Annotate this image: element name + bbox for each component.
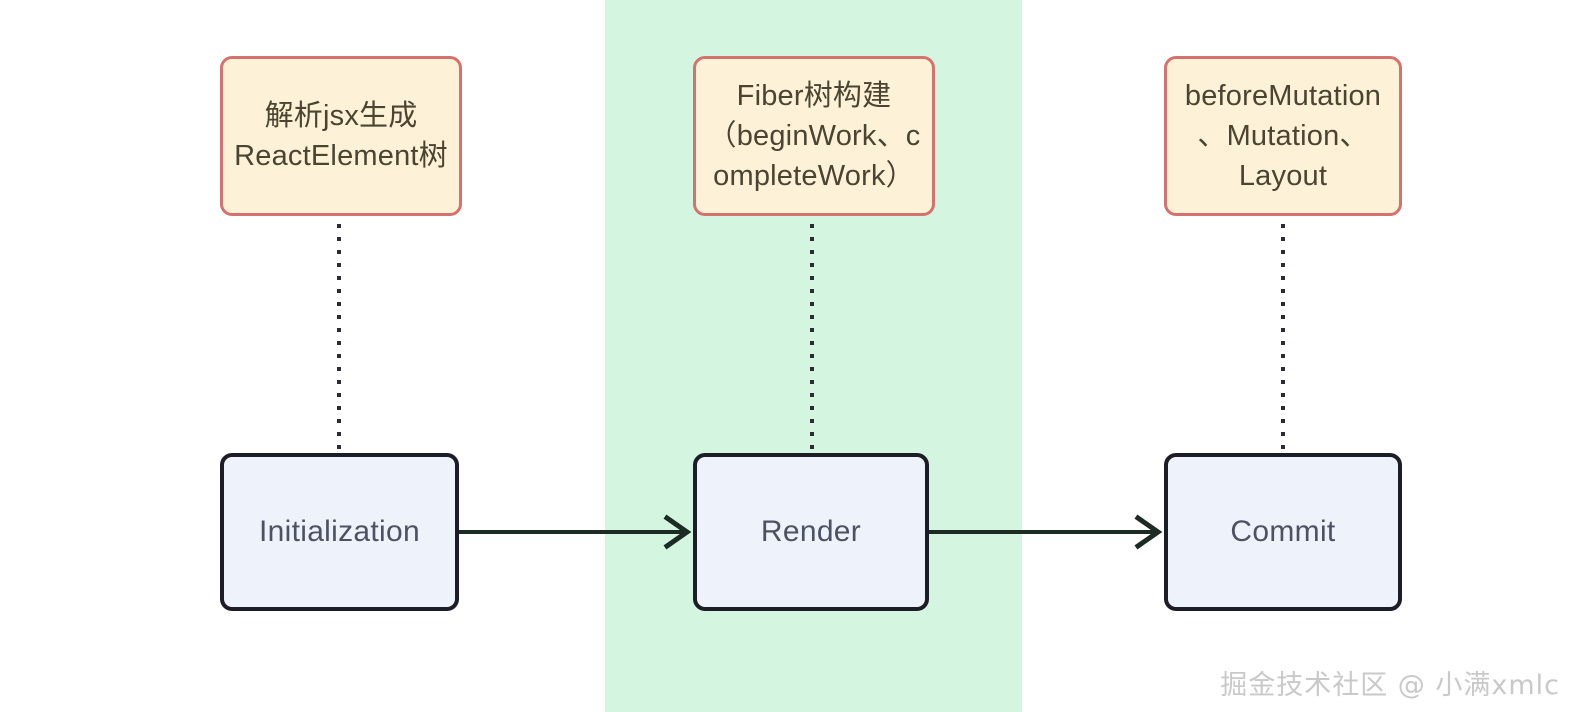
watermark: 掘金技术社区 @ 小满xmlc: [1220, 670, 1560, 701]
description-line: Layout: [1238, 160, 1328, 192]
phase-label: Commit: [1230, 515, 1336, 548]
description-box-parse-jsx: 解析jsx生成 ReactElement树: [220, 56, 462, 216]
description-line: 、Mutation、: [1197, 119, 1369, 152]
description-box-commit-sub-phases: beforeMutation 、Mutation、 Layout: [1164, 56, 1402, 216]
description-box-fiber-tree-build: Fiber树构建 （beginWork、c ompleteWork）: [693, 56, 935, 216]
dotted-connector-commit-sub-phases: [1281, 224, 1285, 450]
arrow-initialization-to-render: [459, 512, 695, 552]
dotted-connector-parse-jsx: [337, 224, 341, 450]
phase-label: Render: [760, 515, 862, 548]
phase-box-render: Render: [693, 453, 929, 611]
phase-box-initialization: Initialization: [220, 453, 459, 611]
arrow-render-to-commit: [929, 512, 1166, 552]
description-line: （beginWork、c: [707, 119, 921, 152]
description-line: Fiber树构建: [736, 79, 892, 112]
phase-box-commit: Commit: [1164, 453, 1402, 611]
dotted-connector-fiber-tree-build: [810, 224, 814, 450]
description-line: ompleteWork）: [713, 160, 915, 192]
description-line: 解析jsx生成: [264, 99, 418, 132]
phase-label: Initialization: [259, 515, 420, 548]
description-line: beforeMutation: [1184, 79, 1382, 112]
description-line: ReactElement树: [234, 140, 448, 172]
